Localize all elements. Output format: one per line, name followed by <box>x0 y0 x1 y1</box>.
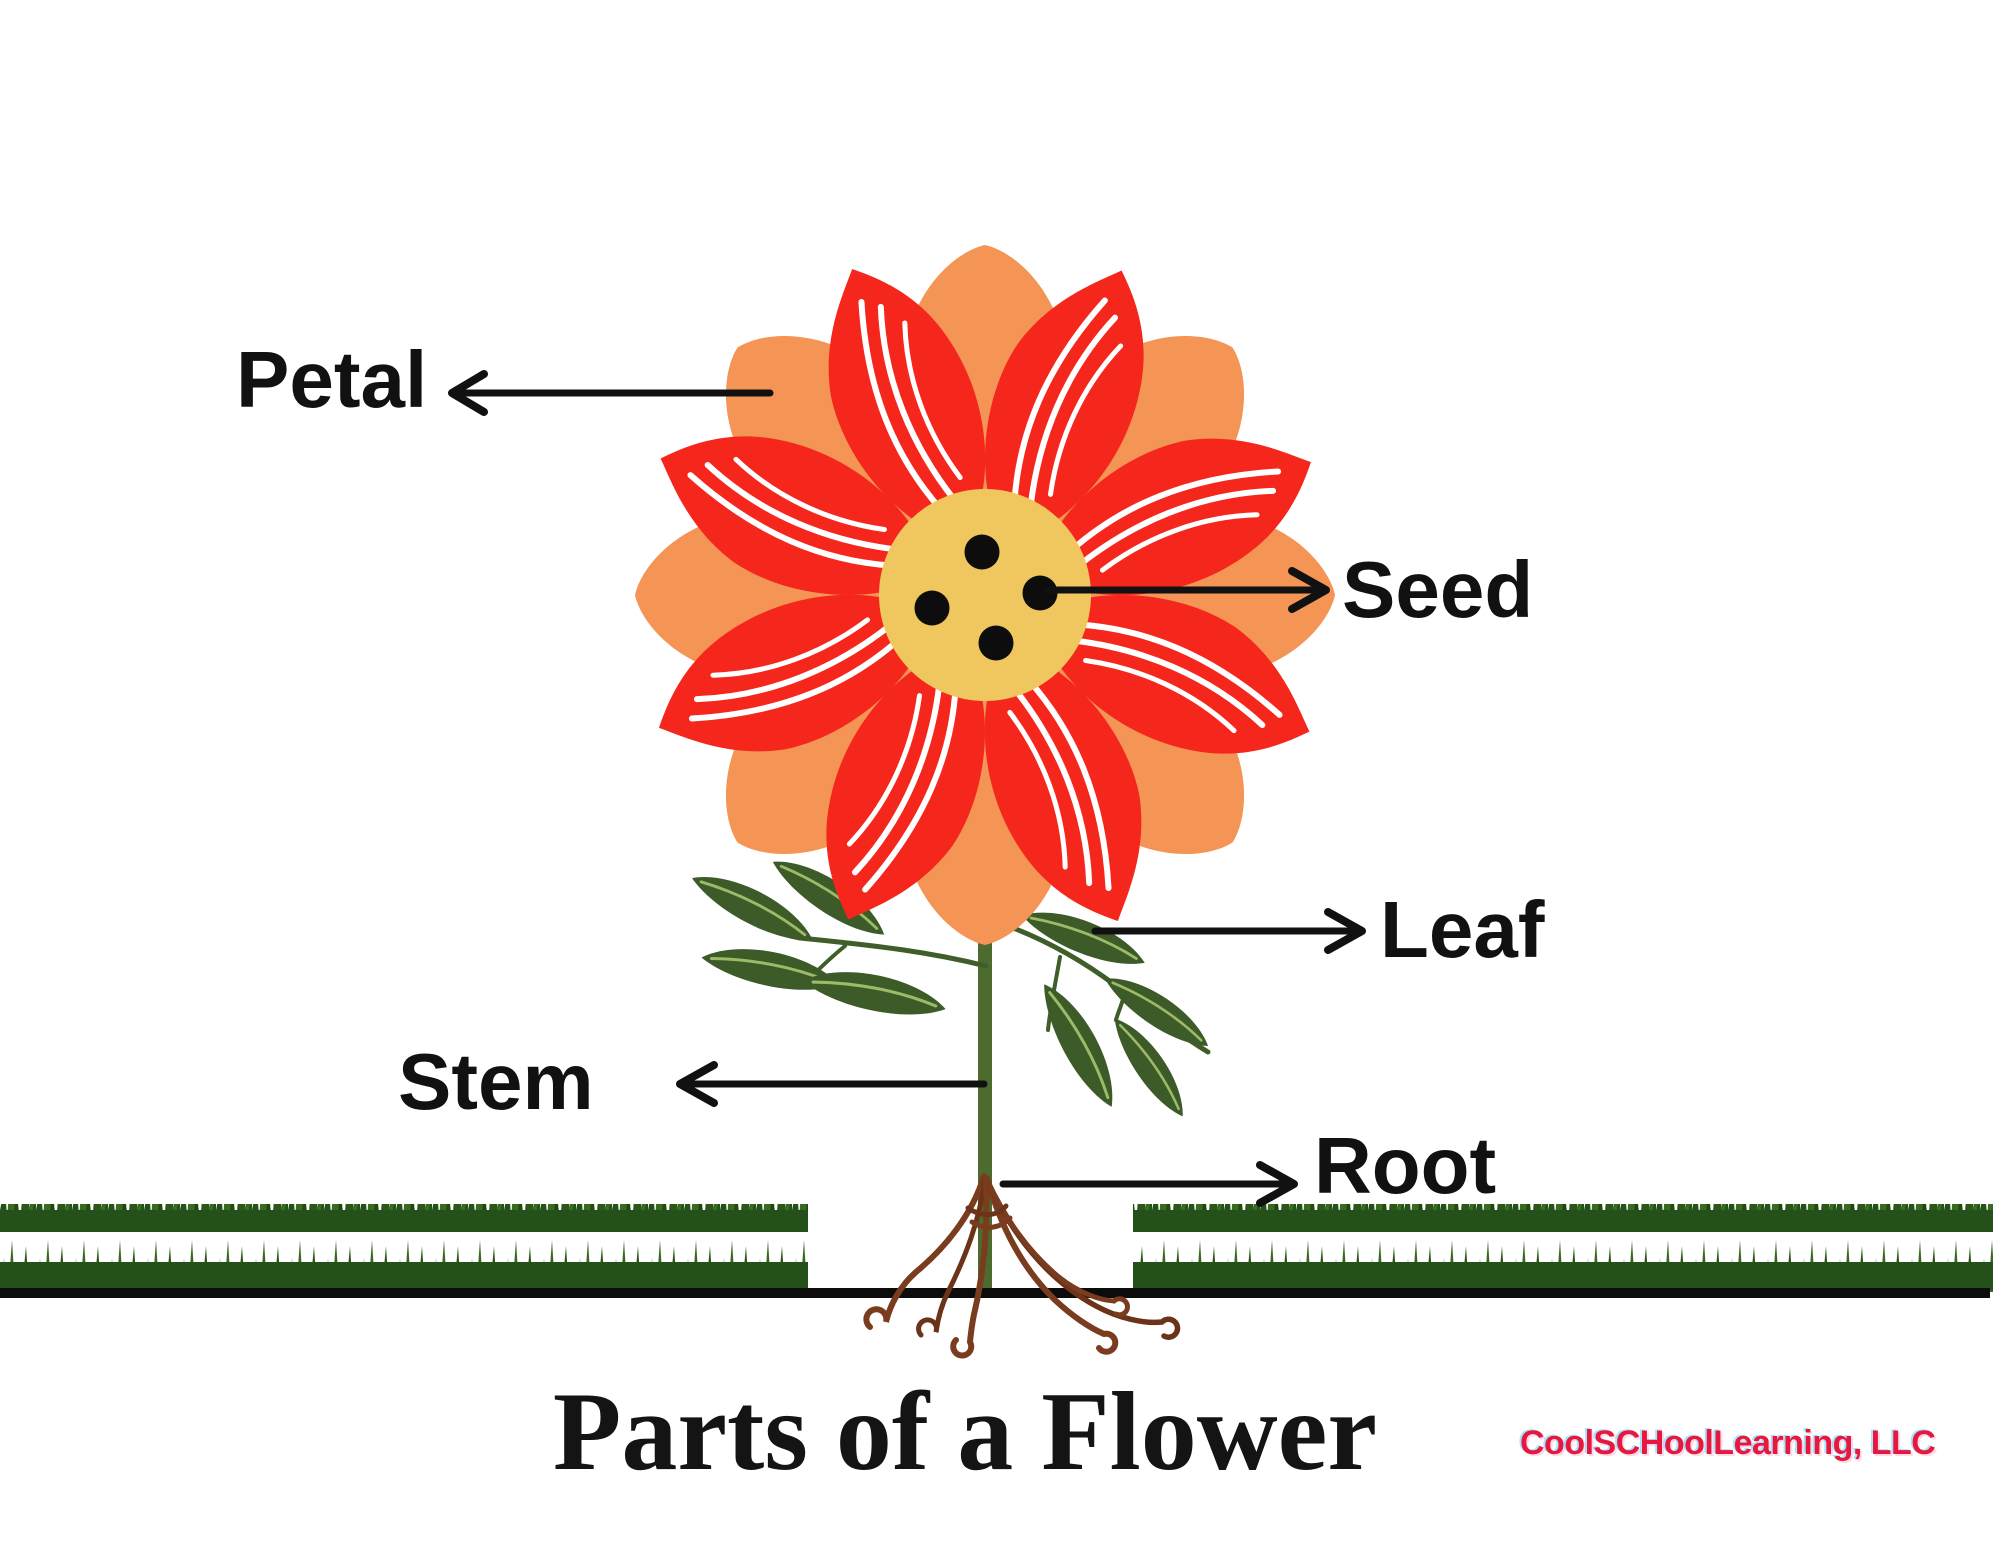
grass-left <box>0 1204 808 1292</box>
root-label: Root <box>1314 1121 1497 1210</box>
leaf-label: Leaf <box>1380 885 1545 974</box>
seed-arrow <box>1044 567 1330 613</box>
credit-text: CoolSCHoolLearning, LLC <box>1520 1424 1936 1462</box>
petal-label: Petal <box>236 335 428 424</box>
seed-dots <box>914 534 1058 661</box>
poster-title: Parts of a Flower <box>552 1370 1378 1494</box>
petal-arrow <box>448 370 774 416</box>
label-arrows <box>448 370 1366 1207</box>
leaf-branch-left <box>684 844 989 1027</box>
flower-center <box>879 489 1091 701</box>
leaf-arrow <box>1091 908 1366 954</box>
flower-head <box>633 243 1336 946</box>
ground-line <box>0 1288 1990 1298</box>
stem-label: Stem <box>398 1037 594 1126</box>
stem-arrow <box>676 1061 988 1107</box>
roots <box>863 1173 1181 1359</box>
grass-right <box>1133 1204 1993 1292</box>
root-arrow <box>999 1161 1298 1207</box>
leaf-branch-right <box>982 896 1219 1126</box>
seed-label: Seed <box>1342 545 1534 634</box>
